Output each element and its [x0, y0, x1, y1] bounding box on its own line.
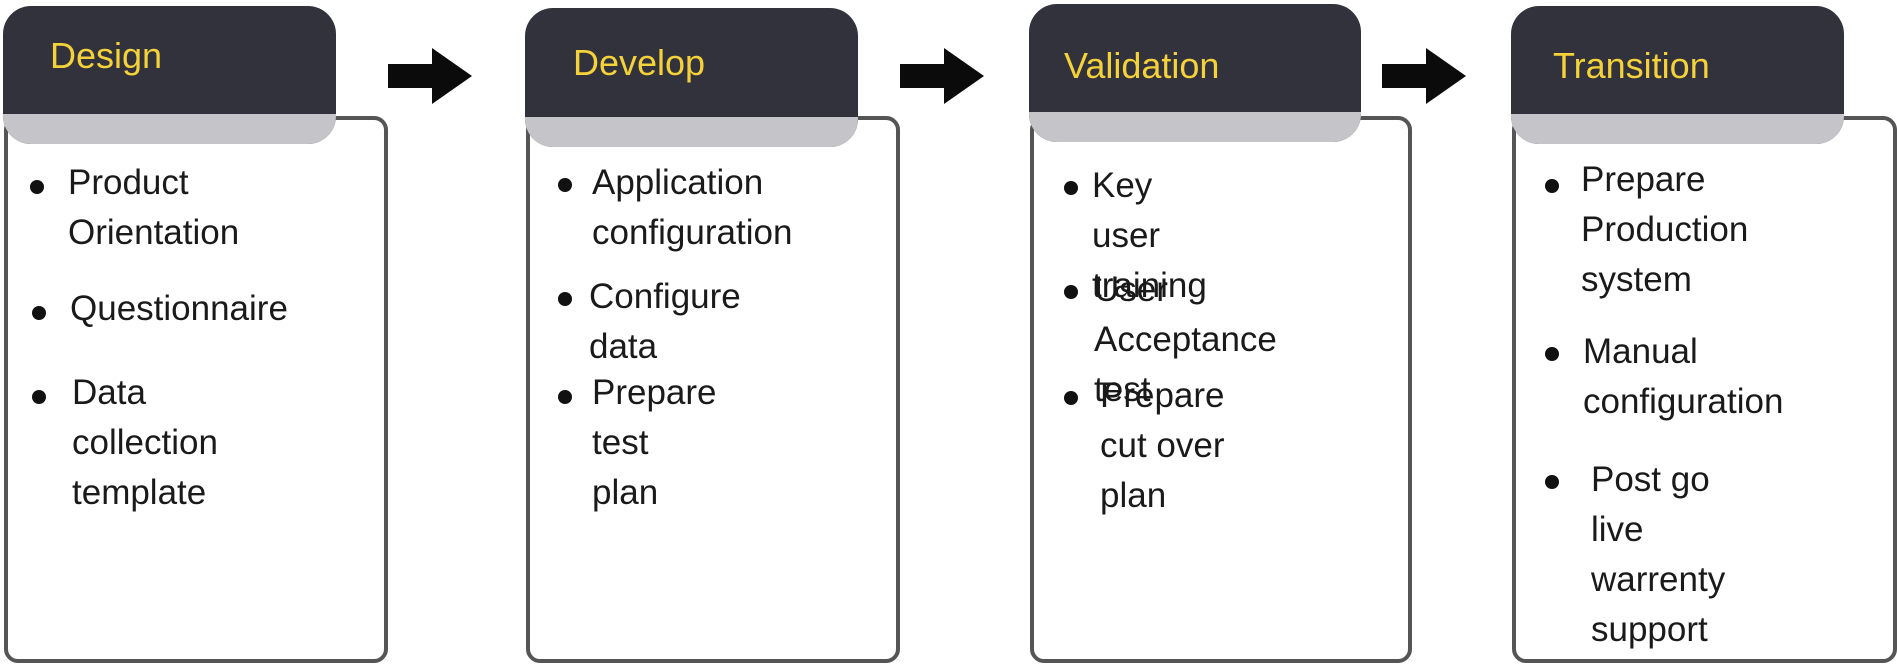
bullet-icon: [1545, 179, 1559, 193]
header-band: [1029, 112, 1361, 142]
bullet-icon: [30, 180, 44, 194]
phase-header: Design: [3, 6, 336, 144]
arrow-right-icon: [1382, 48, 1466, 104]
phase-header: Transition: [1511, 6, 1844, 144]
item-text: Manual configuration: [1583, 332, 1784, 421]
bullet-icon: [1064, 285, 1078, 299]
item-text: Prepare test plan: [592, 373, 717, 512]
bullet-icon: [558, 178, 572, 192]
phase-header: Validation: [1029, 4, 1361, 142]
phase-box: [526, 116, 900, 663]
bullet-icon: [32, 306, 46, 320]
header-band: [1511, 114, 1844, 144]
phase-box: [1512, 116, 1897, 663]
item-text: Key user training: [1092, 166, 1207, 305]
bullet-icon: [1064, 181, 1078, 195]
header-band: [3, 114, 336, 144]
bullet-icon: [1064, 391, 1078, 405]
item-text: Questionnaire: [70, 289, 288, 328]
item-text: Prepare cut over plan: [1100, 376, 1225, 515]
bullet-icon: [1545, 347, 1559, 361]
phase-header: Develop: [525, 8, 858, 147]
bullet-icon: [32, 390, 46, 404]
phase-title: Develop: [573, 42, 706, 83]
item-text: Prepare Production system: [1581, 160, 1749, 299]
item-text: User Acceptance test: [1094, 270, 1277, 409]
item-text: Data collection template: [72, 373, 218, 512]
item-text: Product Orientation: [68, 163, 240, 252]
bullet-icon: [558, 390, 572, 404]
phase-title: Transition: [1553, 45, 1710, 86]
bullet-icon: [558, 292, 572, 306]
phase-box: [1030, 116, 1412, 663]
bullet-icon: [1545, 475, 1559, 489]
arrow-right-icon: [900, 48, 984, 104]
phase-title: Design: [50, 35, 163, 76]
item-text: Post go live warrenty support: [1591, 460, 1726, 649]
phase-title: Validation: [1064, 45, 1220, 86]
phase-box: [4, 116, 388, 663]
item-text: Application configuration: [592, 163, 793, 252]
arrow-right-icon: [388, 48, 472, 104]
item-text: Configure data: [589, 277, 741, 366]
header-band: [525, 117, 858, 147]
